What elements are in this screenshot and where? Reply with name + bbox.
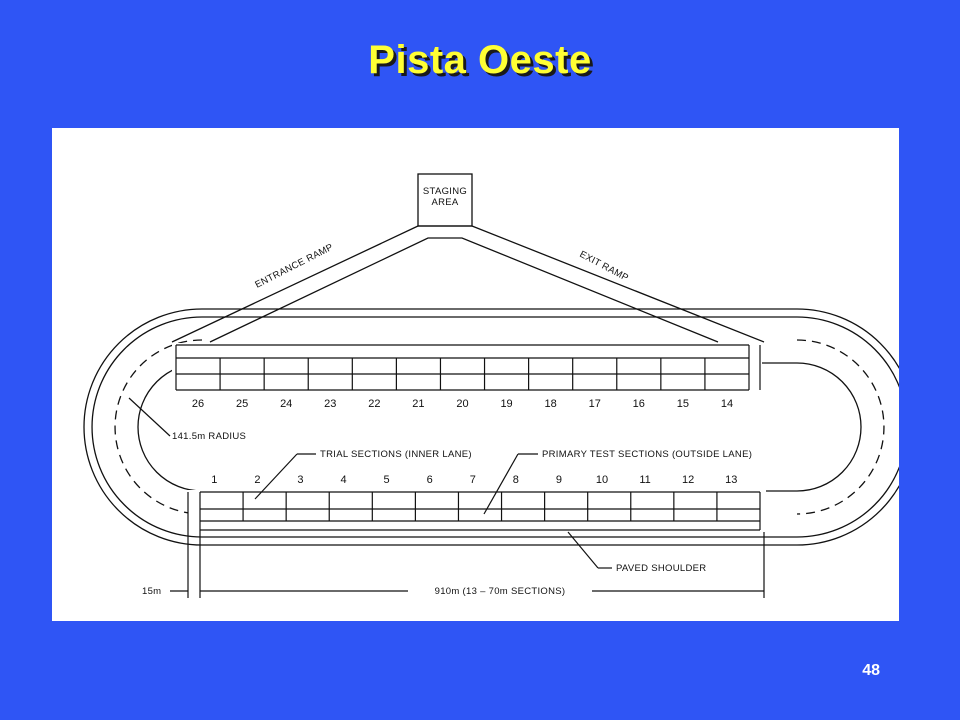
primary-sections-label: PRIMARY TEST SECTIONS (OUTSIDE LANE) — [542, 449, 752, 460]
top-section-number: 23 — [324, 398, 336, 410]
track-shoulder-edge — [91, 316, 899, 538]
ramp-inner-edge — [209, 237, 719, 343]
top-section-number: 20 — [456, 398, 468, 410]
width-label: 15m — [142, 586, 161, 597]
right-curve-centerline — [796, 339, 885, 515]
track-inner-edge — [137, 362, 862, 492]
entrance-ramp-outer-edge — [171, 225, 419, 343]
top-section-number: 24 — [280, 398, 292, 410]
top-section-number: 14 — [721, 398, 733, 410]
bottom-section-number: 2 — [254, 474, 260, 486]
paved-shoulder-leader — [567, 531, 599, 569]
bottom-section-number: 4 — [340, 474, 346, 486]
staging-area-label: AREA — [431, 197, 458, 208]
radius-label: 141.5m RADIUS — [172, 431, 246, 442]
top-section-number: 22 — [368, 398, 380, 410]
bottom-section-number: 3 — [297, 474, 303, 486]
top-section-number: 18 — [545, 398, 557, 410]
bottom-section-number: 8 — [513, 474, 519, 486]
top-section-number: 17 — [589, 398, 601, 410]
bottom-section-number: 7 — [470, 474, 476, 486]
bottom-section-number: 1 — [211, 474, 217, 486]
staging-area-label: STAGING — [423, 186, 467, 197]
bottom-section-number: 12 — [682, 474, 694, 486]
bottom-section-number: 5 — [384, 474, 390, 486]
bottom-straight-mask — [188, 490, 766, 532]
top-section-number: 15 — [677, 398, 689, 410]
top-straight-mask — [172, 343, 762, 392]
trial-sections-label: TRIAL SECTIONS (INNER LANE) — [320, 449, 472, 460]
top-section-number: 21 — [412, 398, 424, 410]
bottom-section-number: 9 — [556, 474, 562, 486]
bottom-section-number: 6 — [427, 474, 433, 486]
paved-shoulder-label: PAVED SHOULDER — [616, 563, 706, 574]
top-section-number: 25 — [236, 398, 248, 410]
entrance-ramp-label: ENTRANCE RAMP — [253, 242, 335, 291]
slide-title: Pista Oeste — [368, 38, 592, 82]
primary-sections-arrow — [483, 453, 519, 515]
top-section-number: 19 — [500, 398, 512, 410]
length-label: 910m (13 – 70m SECTIONS) — [435, 586, 566, 597]
track-outer-edge — [83, 308, 899, 546]
left-curve-centerline — [114, 339, 203, 515]
top-section-number: 16 — [633, 398, 645, 410]
bottom-section-number: 13 — [725, 474, 737, 486]
radius-leader-line — [128, 397, 171, 437]
exit-ramp-outer-edge — [471, 225, 765, 343]
trial-sections-arrow — [254, 453, 298, 500]
bottom-section-number: 11 — [639, 474, 650, 486]
bottom-section-number: 10 — [596, 474, 608, 486]
page-number: 48 — [862, 662, 880, 679]
top-section-number: 26 — [192, 398, 204, 410]
